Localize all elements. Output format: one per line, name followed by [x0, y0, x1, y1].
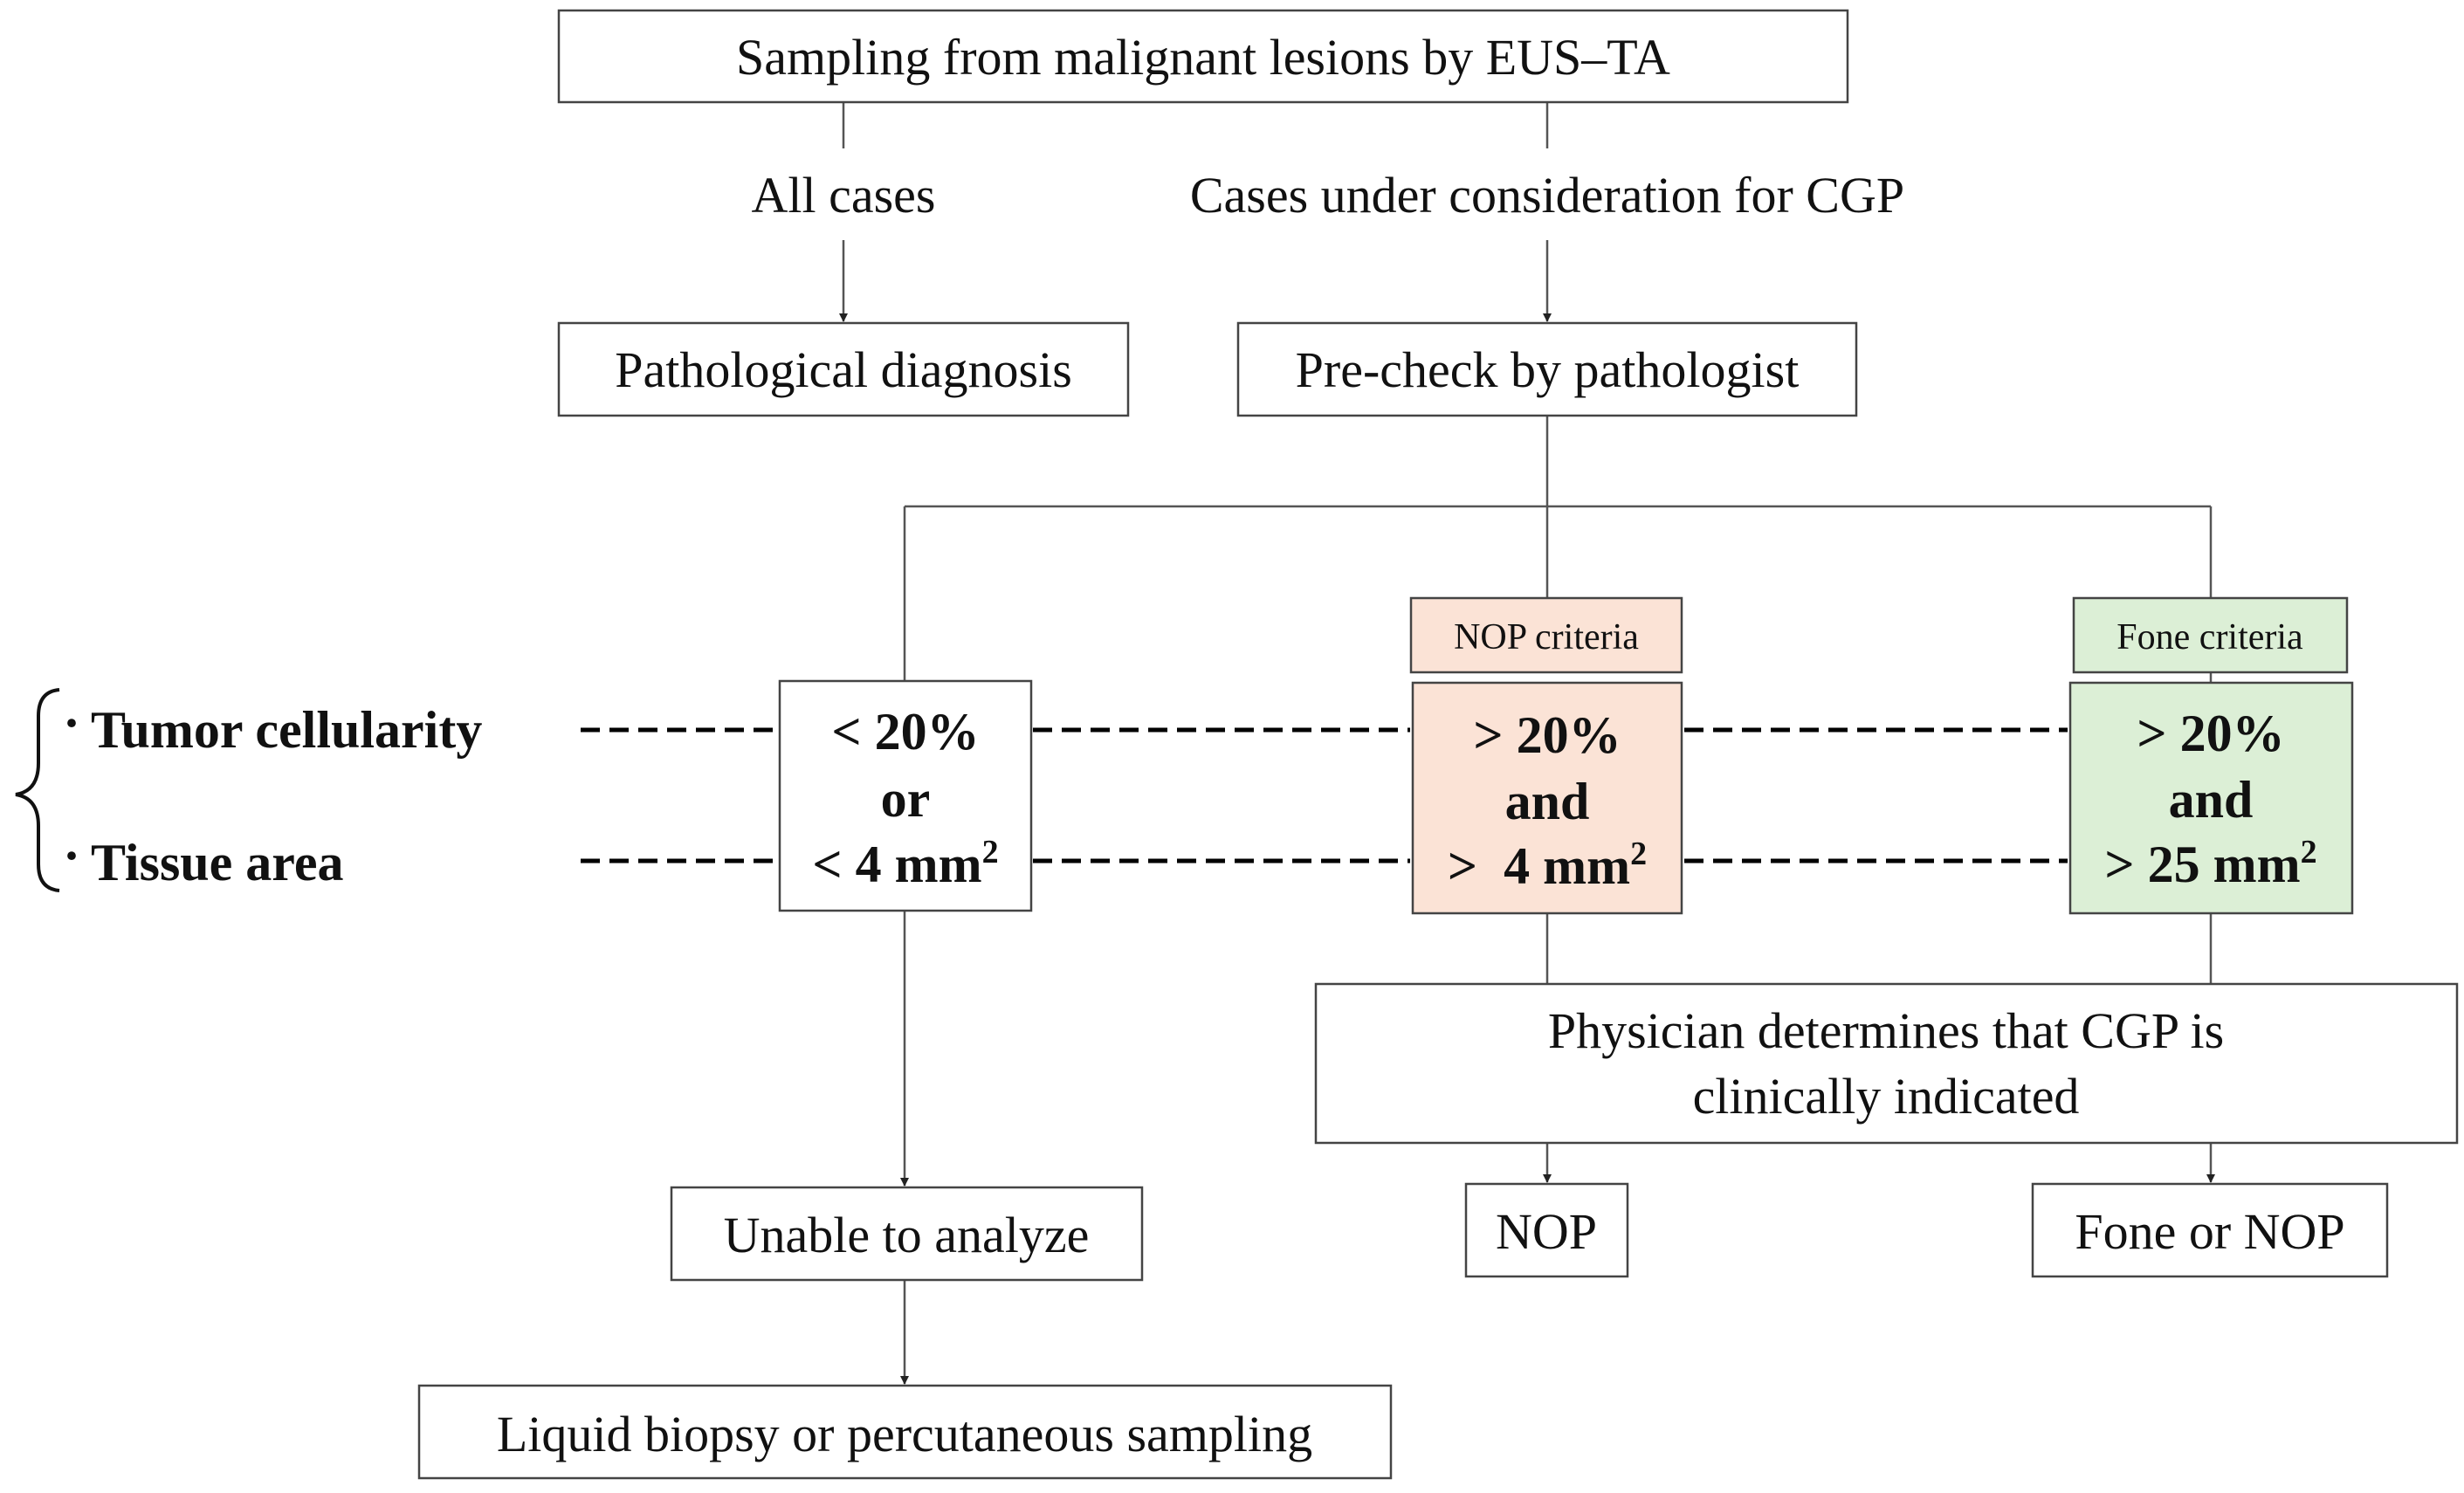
- fone-values-box: [2068, 681, 2354, 915]
- low-line3-text: < 4 mm: [812, 836, 981, 893]
- sampling-label: Sampling from malignant lesions by EUS–T…: [736, 29, 1670, 86]
- cgp-cases-label: Cases under consideration for CGP: [1190, 167, 1904, 224]
- sampling-box: [557, 9, 1849, 104]
- criteria-labels: · Tumor cellularity · Tissue area: [63, 694, 482, 891]
- curly-brace: [15, 688, 60, 892]
- nop-criteria-label: NOP criteria: [1454, 617, 1639, 657]
- labels: Sampling from malignant lesions by EUS–T…: [497, 29, 2345, 1462]
- tumor-cellularity-label: Tumor cellularity: [91, 701, 482, 759]
- low-line2: or: [881, 770, 931, 828]
- connectors: [839, 102, 2215, 1385]
- nop-values-box: [1411, 681, 1683, 915]
- tumor-bullet: ·: [63, 694, 80, 752]
- fone-line3-text: > 25 mm: [2104, 836, 2300, 893]
- all-cases-label: All cases: [752, 167, 936, 224]
- low-criteria-box: [778, 679, 1033, 912]
- fone-line3: > 25 mm2: [2104, 834, 2316, 893]
- fone-or-nop-box: [2031, 1182, 2389, 1278]
- precheck-box: [1236, 321, 1858, 417]
- physician-line2: clinically indicated: [1693, 1068, 2080, 1125]
- precheck-label: Pre-check by pathologist: [1296, 341, 1800, 398]
- nop-line1: > 20%: [1473, 706, 1621, 764]
- nop-line3-text: > 4 mm: [1448, 837, 1630, 895]
- fone-criteria-box: [2072, 596, 2349, 674]
- nop-line2: and: [1505, 773, 1590, 830]
- nop-sup: 2: [1630, 836, 1647, 872]
- fone-line2: and: [2169, 771, 2254, 829]
- criteria-dashed-lines: [581, 727, 2068, 863]
- low-sup: 2: [982, 834, 999, 870]
- low-line1: < 20%: [831, 703, 979, 760]
- liquid-label: Liquid biopsy or percutaneous sampling: [497, 1406, 1312, 1462]
- path-dx-box: [557, 321, 1130, 417]
- nop-result-label: NOP: [1496, 1203, 1597, 1260]
- boxes: [417, 9, 2459, 1480]
- low-line3: < 4 mm2: [812, 834, 998, 893]
- unable-label: Unable to analyze: [724, 1207, 1090, 1263]
- fone-or-nop-label: Fone or NOP: [2075, 1203, 2344, 1260]
- tissue-area-label: Tissue area: [91, 834, 343, 891]
- physician-box: [1314, 982, 2459, 1145]
- tissue-bullet: ·: [63, 827, 80, 884]
- physician-line1: Physician determines that CGP is: [1548, 1002, 2224, 1059]
- nop-criteria-box: [1409, 596, 1683, 674]
- fone-line1: > 20%: [2137, 705, 2284, 762]
- nop-line3: > 4 mm2: [1448, 836, 1647, 895]
- nop-result-box: [1464, 1182, 1629, 1278]
- fone-criteria-label: Fone criteria: [2116, 617, 2303, 657]
- path-dx-label: Pathological diagnosis: [615, 341, 1072, 398]
- liquid-box: [417, 1384, 1393, 1480]
- fone-sup: 2: [2301, 834, 2317, 870]
- unable-box: [670, 1186, 1144, 1282]
